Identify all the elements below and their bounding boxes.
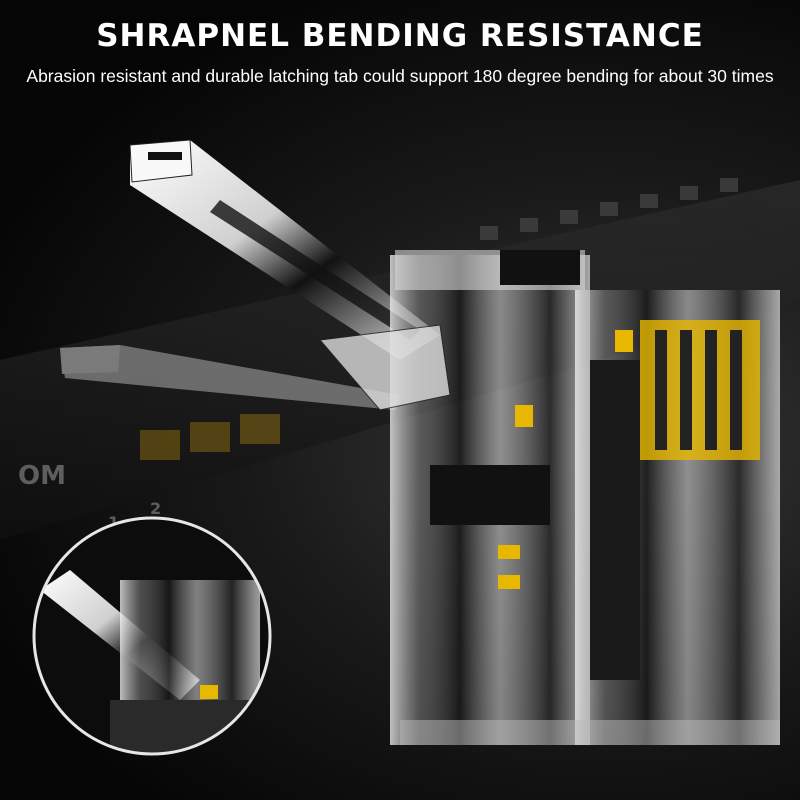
magnified-latch-icon (32, 516, 272, 756)
panel-label: OM (18, 461, 66, 491)
page-subtitle: Abrasion resistant and durable latching … (26, 66, 774, 86)
port-number-1: 1 (108, 513, 119, 532)
latch-tab-ghost (60, 345, 400, 410)
connector-body (319, 250, 780, 745)
port-number-2: 2 (150, 499, 161, 518)
page-title: SHRAPNEL BENDING RESISTANCE (96, 18, 704, 54)
latch-tab-raised (129, 139, 440, 360)
